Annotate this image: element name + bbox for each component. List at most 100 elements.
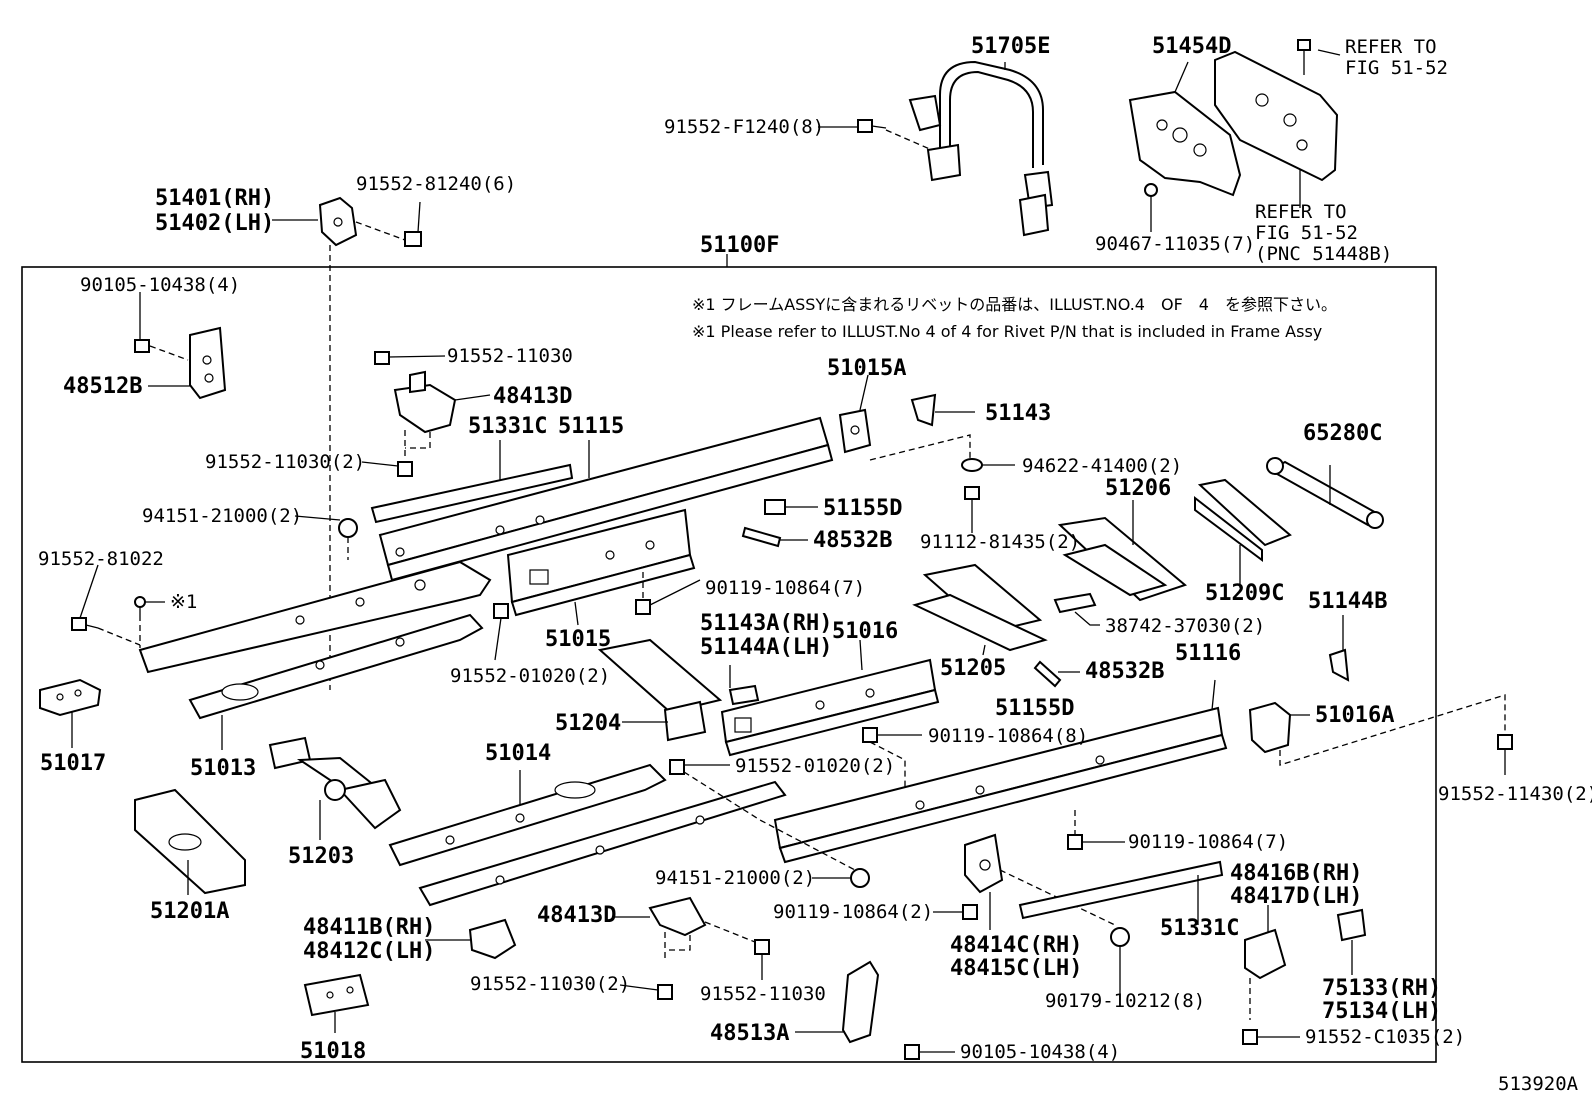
- part-51201A: [134, 788, 246, 895]
- part-48532B-bottom: [1033, 660, 1062, 688]
- label-refer2c: (PNC 51448B): [1255, 243, 1392, 265]
- part-51204: [597, 638, 723, 742]
- label-94151a: 94151-21000(2): [142, 505, 302, 527]
- label-51331Cb: 51331C: [1160, 916, 1239, 941]
- bolt-icon-01020a: [493, 603, 509, 619]
- part-48414C: [964, 833, 1004, 894]
- label-11430: 91552-11430(2): [1438, 783, 1592, 805]
- label-51204: 51204: [555, 711, 621, 736]
- label-refer1b: FIG 51-52: [1345, 57, 1448, 79]
- label-marker: ※1: [170, 591, 197, 613]
- part-51014: [388, 763, 667, 867]
- label-48414C: 48414C(RH): [950, 933, 1082, 958]
- part-48513A: [841, 960, 880, 1044]
- label-91112: 91112-81435(2): [920, 531, 1080, 553]
- label-81022: 91552-81022: [38, 548, 164, 570]
- bolt-icon-10864a: [635, 599, 651, 615]
- label-90467: 90467-11035(7): [1095, 233, 1255, 255]
- note-japanese: ※1 フレームASSYに含まれるリベットの品番は、ILLUST.NO.4 OF …: [692, 295, 1337, 314]
- label-48415C: 48415C(LH): [950, 956, 1082, 981]
- label-48412C: 48412C(LH): [303, 939, 435, 964]
- bolt-icon-90105b: [904, 1044, 920, 1060]
- label-51144A: 51144A(LH): [700, 635, 832, 660]
- label-48417D: 48417D(LH): [1230, 884, 1362, 909]
- part-upper-sill: [138, 560, 492, 674]
- label-51016A: 51016A: [1315, 703, 1394, 728]
- label-51401: 51401(RH): [155, 186, 274, 211]
- label-51205: 51205: [940, 656, 1006, 681]
- label-f1240: 91552-F1240(8): [664, 116, 824, 138]
- label-51018: 51018: [300, 1039, 366, 1064]
- label-51454D: 51454D: [1152, 34, 1231, 59]
- label-48411B: 48411B(RH): [303, 915, 435, 940]
- label-48532Bb: 48532B: [1085, 659, 1164, 684]
- part-51203: [268, 736, 402, 830]
- label-51100F: 51100F: [700, 233, 779, 258]
- label-01020b: 91552-01020(2): [735, 755, 895, 777]
- label-51705E: 51705E: [971, 34, 1050, 59]
- label-10864a: 90119-10864(7): [705, 577, 865, 599]
- part-48512B: [134, 326, 227, 400]
- label-51201A: 51201A: [150, 899, 229, 924]
- label-48512B: 48512B: [63, 374, 142, 399]
- label-90179: 90179-10212(8): [1045, 990, 1205, 1012]
- label-94151b: 94151-21000(2): [655, 867, 815, 889]
- part-51015A: [838, 408, 872, 454]
- bolt-icon-81022: [71, 617, 99, 631]
- part-51205: [912, 563, 1048, 652]
- nut-icon: [1110, 927, 1130, 947]
- part-51015: [506, 508, 696, 617]
- label-38742: 38742-37030(2): [1105, 615, 1265, 637]
- label-75134: 75134(LH): [1322, 999, 1441, 1024]
- bolt-icon-C1035: [1242, 1029, 1258, 1045]
- part-51115: [378, 416, 834, 582]
- label-51155Db: 51155D: [995, 696, 1074, 721]
- label-51116: 51116: [1175, 641, 1241, 666]
- washer-icon: [961, 458, 983, 472]
- label-48416B: 48416B(RH): [1230, 861, 1362, 886]
- part-38742: [1053, 592, 1097, 614]
- part-51143: [910, 393, 937, 427]
- label-11030b: 91552-11030(2): [205, 451, 365, 473]
- part-51018: [303, 973, 370, 1017]
- bolt-icon-11430: [1497, 734, 1513, 775]
- label-48513A: 48513A: [710, 1021, 789, 1046]
- bolt-icon-01020b: [669, 759, 685, 775]
- label-51402: 51402(LH): [155, 211, 274, 236]
- label-11030c: 91552-11030(2): [470, 973, 630, 995]
- label-75133: 75133(RH): [1322, 976, 1441, 1001]
- label-90105b: 90105-10438(4): [960, 1041, 1120, 1063]
- label-51015A: 51015A: [827, 356, 906, 381]
- part-51016: [720, 658, 940, 757]
- part-51143A: [728, 684, 760, 706]
- label-51144B: 51144B: [1308, 589, 1387, 614]
- label-51015: 51015: [545, 627, 611, 652]
- part-75133: [1336, 908, 1367, 942]
- label-51331Ca: 51331C: [468, 414, 547, 439]
- part-51331C-top: [370, 463, 574, 524]
- part-51013: [188, 613, 484, 720]
- part-51116: [773, 706, 1228, 864]
- part-51401: [318, 196, 422, 247]
- part-51016A: [1248, 701, 1292, 754]
- part-48416B: [1244, 928, 1287, 980]
- note-english: ※1 Please refer to ILLUST.No 4 of 4 for …: [692, 322, 1322, 341]
- label-51016: 51016: [832, 619, 898, 644]
- label-94622: 94622-41400(2): [1022, 455, 1182, 477]
- label-48413Da: 48413D: [493, 384, 572, 409]
- label-51115: 51115: [558, 414, 624, 439]
- label-01020a: 91552-01020(2): [450, 665, 610, 687]
- label-65280C: 65280C: [1303, 421, 1382, 446]
- label-51143A: 51143A(RH): [700, 611, 832, 636]
- label-51209C: 51209C: [1205, 581, 1284, 606]
- label-81240: 91552-81240(6): [356, 173, 516, 195]
- part-94151-top: [338, 518, 358, 538]
- label-C1035: 91552-C1035(2): [1305, 1026, 1465, 1048]
- part-94151-bottom: [850, 868, 870, 888]
- part-51144B: [1328, 648, 1350, 682]
- bolt-icon-10864b: [862, 727, 878, 743]
- bolt-icon-91112: [964, 486, 980, 510]
- label-11030d: 91552-11030: [700, 983, 826, 1005]
- part-48413D-bottom: [648, 896, 707, 937]
